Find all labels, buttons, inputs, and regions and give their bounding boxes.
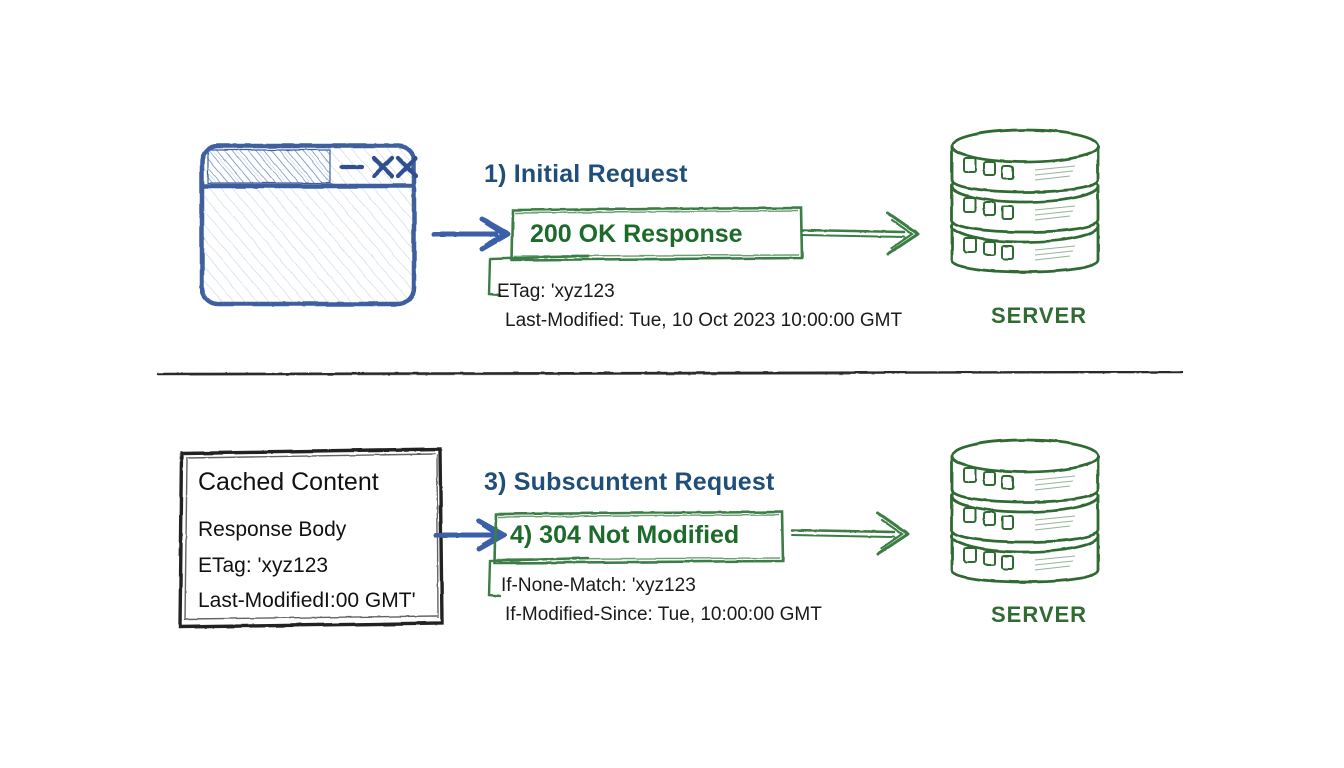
elbow-connector-bottom <box>487 556 590 598</box>
server-label-top: SERVER <box>991 303 1088 328</box>
cached-content-line-last-modified: Last-ModifiedI:00 GMT' <box>198 589 416 612</box>
status-box-label-304-not-modified: 4) 304 Not Modified <box>510 521 740 549</box>
cached-content-box-frame <box>178 447 444 629</box>
step-heading-initial-request: 1) Initial Request <box>484 160 688 188</box>
detail-if-none-match: If-None-Match: 'xyz123 <box>501 575 696 596</box>
cached-content-line-etag: ETag: 'xyz123 <box>198 554 329 577</box>
detail-last-modified-top: Last-Modified: Tue, 10 Oct 2023 10:00:00… <box>505 310 903 331</box>
green-arrow-right-bottom <box>790 511 910 556</box>
browser-window-icon <box>199 143 419 307</box>
detail-if-modified-since: If-Modified-Since: Tue, 10:00:00 GMT <box>505 604 822 625</box>
blue-arrow-right-bottom <box>433 518 507 552</box>
server-stack-icon-bottom <box>950 438 1100 584</box>
cached-content-line-body: Response Body <box>198 518 347 541</box>
elbow-connector-top <box>487 254 590 297</box>
server-label-bottom: SERVER <box>991 602 1088 627</box>
server-stack-icon-top <box>950 128 1100 274</box>
cached-content-title: Cached Content <box>198 468 379 496</box>
detail-etag-top: ETag: 'xyz123 <box>497 281 615 302</box>
green-arrow-right-top <box>800 211 920 256</box>
section-divider <box>156 370 1184 376</box>
status-box-label-200-ok: 200 OK Response <box>530 220 743 248</box>
step-heading-subsequent-request: 3) Subscuntent Request <box>484 468 775 496</box>
blue-arrow-right-top <box>431 216 511 252</box>
